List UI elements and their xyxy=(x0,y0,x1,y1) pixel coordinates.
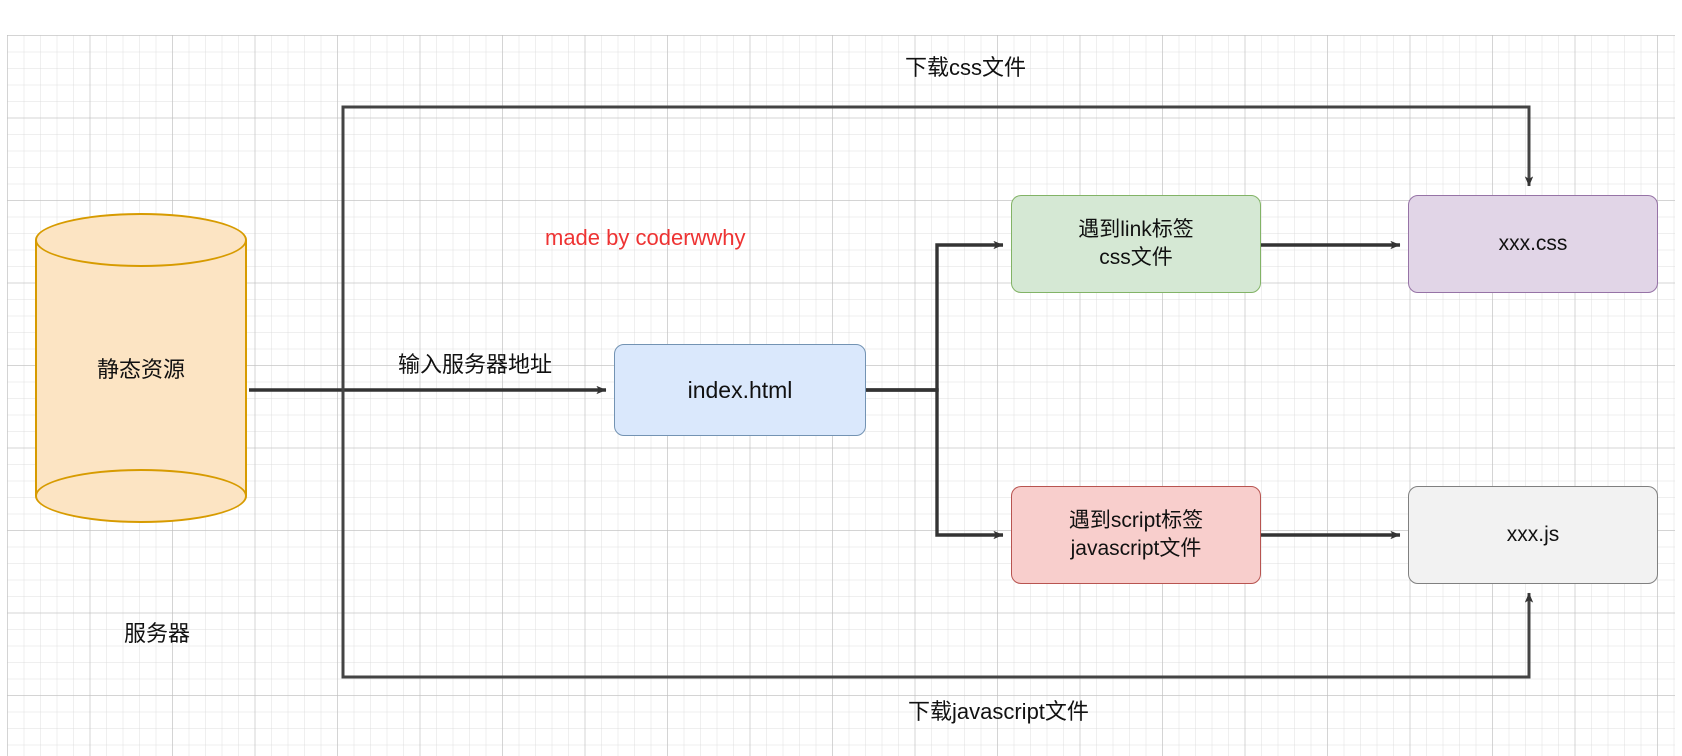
node-js-file-label: xxx.js xyxy=(1506,523,1560,547)
node-link-tag[interactable]: 遇到link标签 css文件 xyxy=(1011,195,1261,293)
node-index-html-label: index.html xyxy=(687,376,793,403)
node-script-tag-line2: javascript文件 xyxy=(1070,537,1202,560)
watermark-text: made by coderwwhy xyxy=(545,225,746,250)
edge-label-download-css: 下载css文件 xyxy=(905,55,1027,80)
server-caption-label: 服务器 xyxy=(124,621,191,646)
edge-label-download-javascript: 下载javascript文件 xyxy=(908,699,1089,724)
node-js-file[interactable]: xxx.js xyxy=(1408,486,1658,584)
node-css-file-label: xxx.css xyxy=(1498,232,1568,256)
edge-label-enter-server-address: 输入服务器地址 xyxy=(398,352,553,377)
cylinder-top-ellipse xyxy=(35,213,247,267)
node-script-tag-line1: 遇到script标签 xyxy=(1068,509,1204,533)
node-link-tag-line2: css文件 xyxy=(1099,246,1173,269)
edge-download-css-loop xyxy=(341,105,1534,400)
node-index-html[interactable]: index.html xyxy=(614,344,866,436)
node-link-tag-line1: 遇到link标签 xyxy=(1078,218,1194,242)
cylinder-label: 静态资源 xyxy=(96,357,185,382)
cylinder-body xyxy=(35,240,247,496)
edge-index-to-script xyxy=(866,388,1004,540)
edge-download-js-loop xyxy=(341,400,1534,679)
node-css-file[interactable]: xxx.css xyxy=(1408,195,1658,293)
edge-index-to-link xyxy=(866,240,1004,392)
node-server-cylinder[interactable]: 静态资源 xyxy=(35,213,247,523)
node-script-tag[interactable]: 遇到script标签 javascript文件 xyxy=(1011,486,1261,584)
cylinder-bottom-ellipse xyxy=(35,469,247,523)
